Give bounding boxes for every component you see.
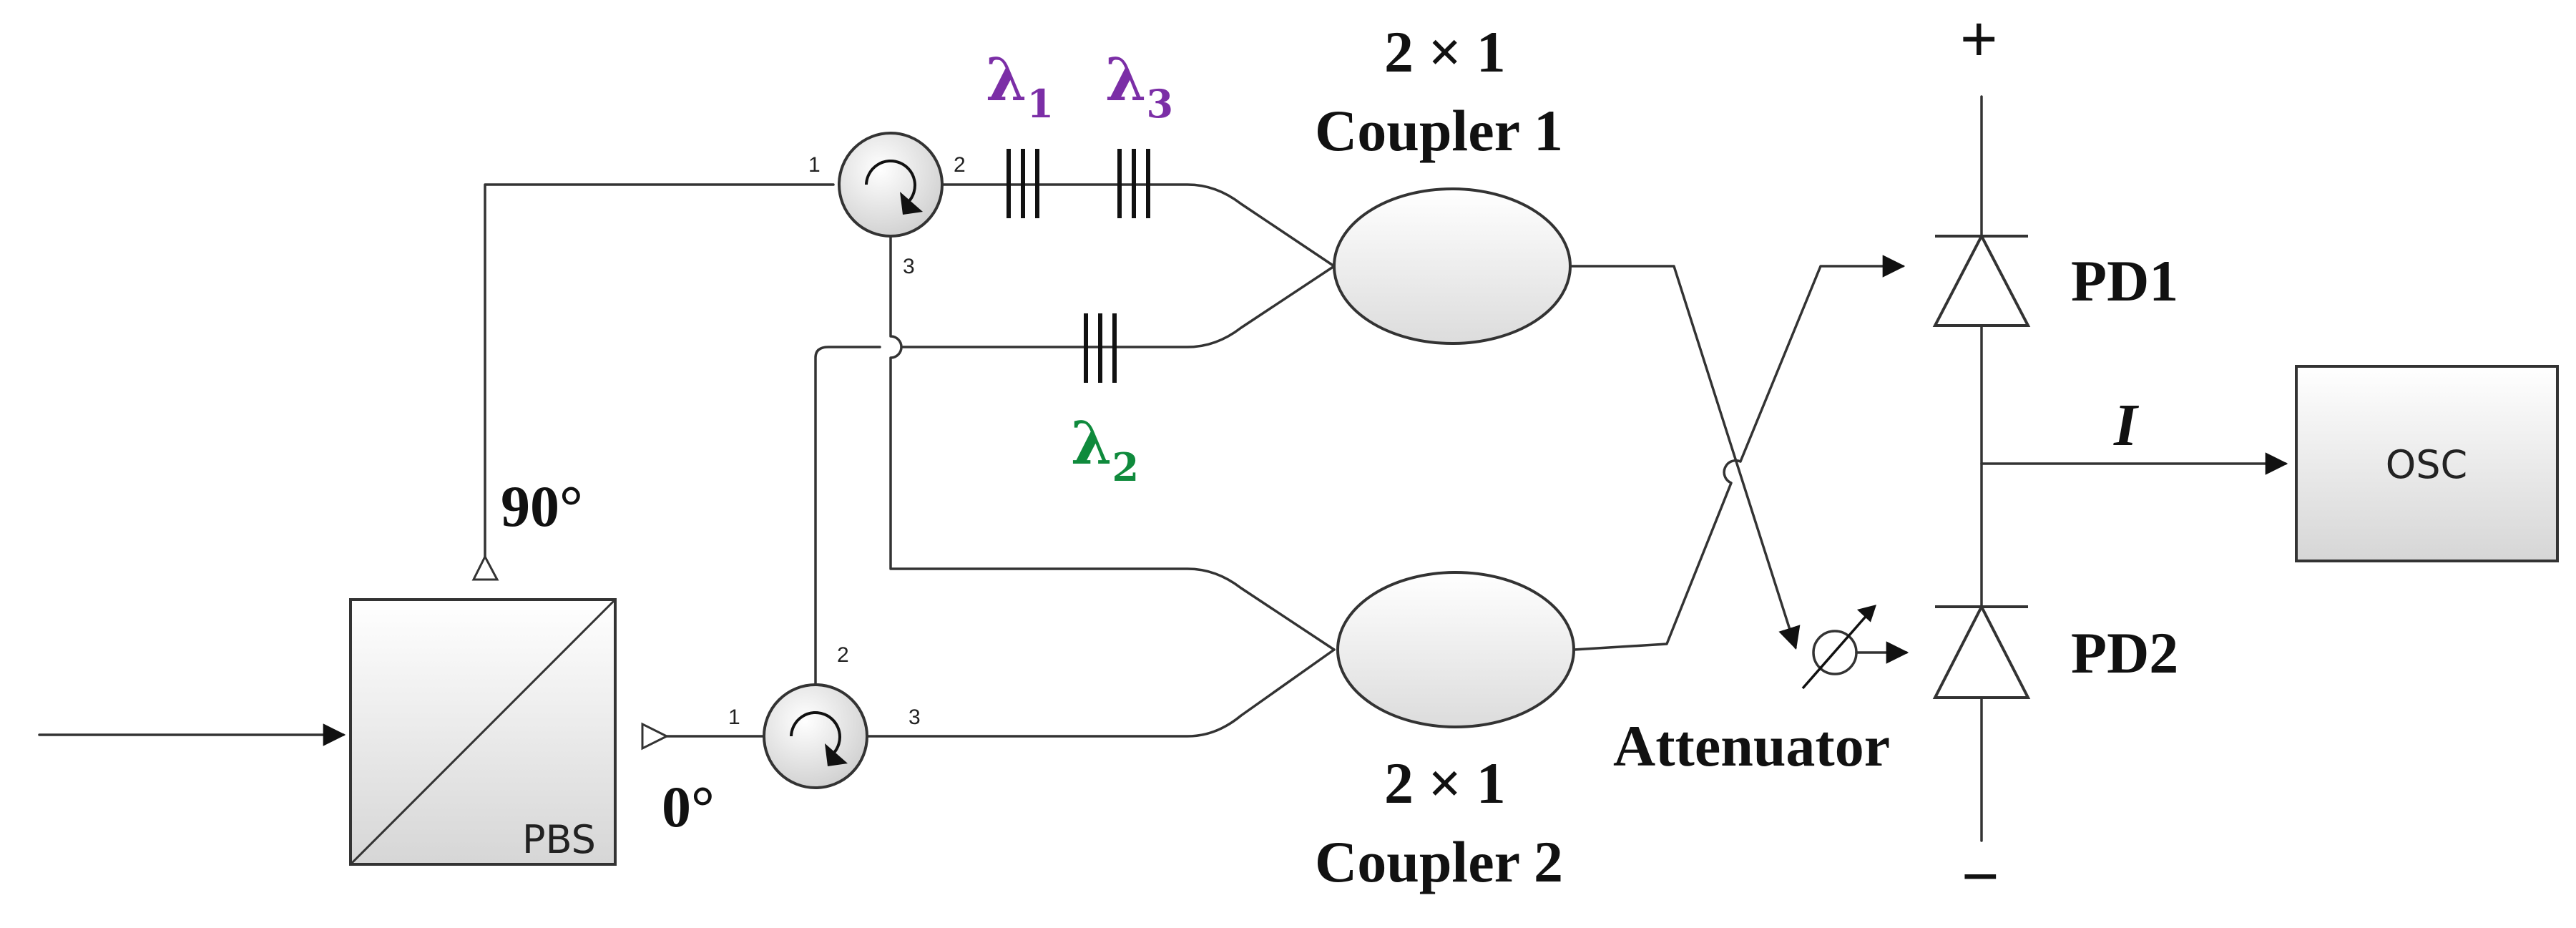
pbs-block: PBS [349,598,617,866]
current-label: I [2113,392,2140,459]
fiber-90-to-circulator1 [484,183,835,558]
pd1-diode [1932,233,2031,327]
fiber-circ2-port3-to-coupler2 [866,648,1336,738]
lambda2-subscript: 2 [1112,444,1140,490]
coupler-1 [1333,187,1572,345]
lambda1-symbol: λ [986,46,1027,114]
lambda3-subscript: 3 [1147,81,1174,127]
plus-sign: + [1960,4,1998,75]
fiber-coupler2-to-pd1 [1572,255,1906,651]
circulator-bottom-port-3: 3 [909,705,921,729]
pbs-label: PBS [522,817,596,862]
angle-0-label: 0° [662,774,715,839]
coupler1-name-label: Coupler 1 [1315,98,1563,163]
circulator-top: 1 2 3 [808,132,966,278]
grating-lambda1 [1007,149,1039,218]
circulator-bottom: 1 2 3 [728,643,921,789]
fiber-circ1-port3-to-coupler2 [889,235,1336,651]
circulator-top-port-3: 3 [903,255,915,278]
lambda3-label: λ3 [1105,46,1173,127]
osc-block: OSC [2295,365,2559,562]
pd2-diode [1932,603,2031,699]
pbs-90-port-marker [471,554,499,581]
lambda1-subscript: 1 [1027,81,1054,127]
angle-90-label: 90° [501,474,583,539]
grating-lambda3 [1117,149,1150,218]
coupler2-ratio-label: 2 × 1 [1384,751,1506,816]
coupler2-name-label: Coupler 2 [1315,829,1563,894]
fiber-circ1-to-coupler1 [941,183,1336,268]
circulator-top-port-1: 1 [808,153,821,177]
fiber-circ2-to-coupler1 [814,265,1336,686]
circulator-bottom-port-2: 2 [837,643,849,667]
lambda2-label: λ2 [1071,409,1139,490]
lambda3-symbol: λ [1105,46,1147,114]
minus-sign: − [1962,841,1999,912]
lambda1-label: λ1 [986,46,1054,127]
pd2-label: PD2 [2071,620,2178,685]
attenuator-label: Attenuator [1613,713,1890,778]
circulator-top-port-2: 2 [954,153,966,177]
osc-label: OSC [2386,442,2468,487]
circulator-bottom-port-1: 1 [728,705,740,729]
coupler-2 [1336,571,1575,728]
attenuator [1801,605,1909,690]
fiber-coupler1-to-attenuator [1569,265,1801,650]
grating-lambda2 [1084,313,1117,383]
pbs-0-port-marker [641,722,670,751]
coupler1-ratio-label: 2 × 1 [1384,19,1506,84]
lambda2-symbol: λ [1071,409,1112,478]
pd1-label: PD1 [2071,248,2178,313]
